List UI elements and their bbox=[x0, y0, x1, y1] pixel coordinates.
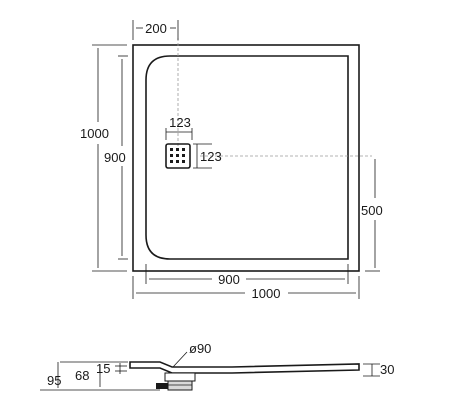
waste-trap-icon bbox=[156, 372, 196, 391]
label-waste-diameter: ø90 bbox=[189, 341, 211, 356]
label-outer-height: 1000 bbox=[80, 126, 109, 141]
label-waste-depth: 68 bbox=[75, 368, 89, 383]
tray-outer-outline bbox=[132, 44, 360, 272]
label-inner-width: 900 bbox=[218, 272, 240, 287]
dimension-outer-height: 1000 bbox=[80, 44, 127, 272]
dimension-drain-offset-top: 200 bbox=[132, 20, 179, 40]
label-total-depth: 95 bbox=[47, 373, 61, 388]
plan-view: 200 123 123 1000 bbox=[80, 20, 383, 301]
label-grate-height: 123 bbox=[200, 149, 222, 164]
dimension-inner-height: 900 bbox=[104, 55, 128, 260]
dimension-grate-width: 123 bbox=[165, 115, 193, 140]
label-drain-offset-side: 500 bbox=[361, 203, 383, 218]
label-tray-thickness: 30 bbox=[380, 362, 394, 377]
label-lip-height: 15 bbox=[96, 361, 110, 376]
section-view: ø90 30 15 68 95 bbox=[40, 341, 394, 391]
label-inner-height: 900 bbox=[104, 150, 126, 165]
tray-inner-outline bbox=[145, 55, 349, 260]
label-drain-offset-top: 200 bbox=[145, 21, 167, 36]
dimension-inner-width: 900 bbox=[145, 264, 349, 287]
dimension-waste-depth: 68 bbox=[60, 361, 160, 391]
dimension-tray-thickness: 30 bbox=[363, 362, 394, 377]
dimension-drain-offset-side: 500 bbox=[361, 159, 383, 272]
tray-section-profile bbox=[129, 361, 360, 374]
dimension-total-depth: 95 bbox=[40, 362, 61, 391]
dimension-grate-height: 123 bbox=[193, 143, 222, 169]
label-outer-width: 1000 bbox=[252, 286, 281, 301]
dimension-waste-diameter: ø90 bbox=[172, 341, 211, 368]
dimension-lip-height: 15 bbox=[96, 361, 127, 376]
label-grate-width: 123 bbox=[169, 115, 191, 130]
dimension-outer-width: 1000 bbox=[132, 276, 360, 301]
drain-grate-icon bbox=[165, 143, 191, 169]
